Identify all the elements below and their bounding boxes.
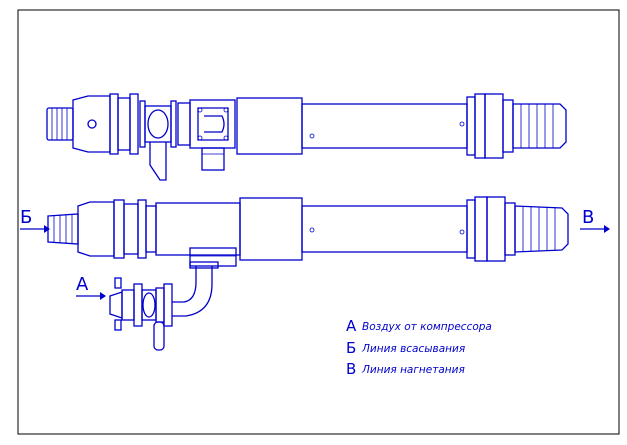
- label-b: Б: [20, 207, 32, 228]
- legend-text: Линия нагнетания: [361, 364, 465, 376]
- bottom-left-nozzle: [47, 213, 79, 245]
- arrow-a: А: [76, 274, 106, 300]
- legend-letter: А: [346, 317, 357, 335]
- legend-item-b: Б Линия всасывания: [346, 339, 465, 357]
- top-left-nozzle: [46, 107, 74, 141]
- legend-text: Линия всасывания: [361, 343, 465, 355]
- label-v: В: [582, 207, 594, 228]
- legend-letter: В: [346, 360, 356, 378]
- arrow-v: В: [580, 207, 610, 233]
- drawing-frame: [17, 9, 620, 435]
- legend-letter: Б: [346, 339, 356, 357]
- top-view: [46, 93, 567, 181]
- top-valve-assembly: [139, 100, 191, 181]
- top-right-nozzle: [512, 103, 567, 149]
- legend-text: Воздух от компрессора: [362, 321, 492, 333]
- legend: А Воздух от компрессора Б Линия всасыван…: [346, 317, 492, 378]
- bottom-view: [47, 196, 569, 351]
- label-a: А: [76, 274, 89, 295]
- arrow-b: Б: [20, 207, 50, 233]
- legend-item-v: В Линия нагнетания: [346, 360, 465, 378]
- air-inlet-branch: [109, 261, 219, 351]
- bottom-right-nozzle: [514, 205, 569, 253]
- legend-item-a: А Воздух от компрессора: [346, 317, 492, 335]
